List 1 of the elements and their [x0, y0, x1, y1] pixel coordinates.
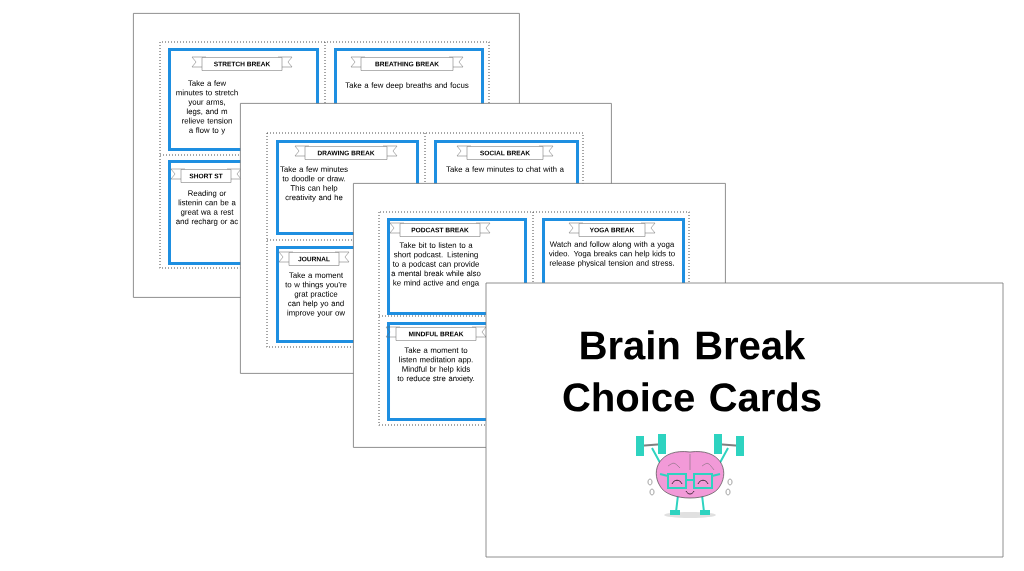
title: Brain Break Choice Cards	[563, 330, 821, 412]
